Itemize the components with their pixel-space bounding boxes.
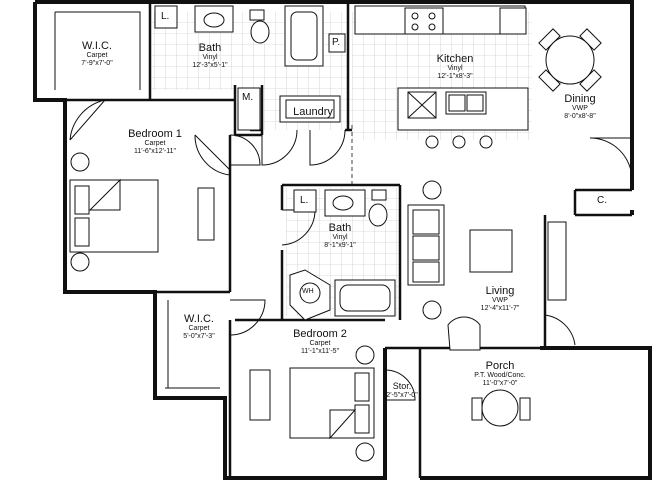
dining-table	[538, 28, 602, 92]
room-name: Bath	[198, 42, 222, 54]
room-name: W.I.C.	[82, 40, 112, 52]
room-name: Bedroom 2	[293, 328, 347, 340]
bedroom1-bed	[69, 152, 215, 272]
kitchen-fixtures	[354, 5, 529, 149]
laundry-machines	[279, 95, 341, 123]
closet-tag: C.	[597, 195, 607, 206]
bedroom2-bed	[249, 345, 375, 462]
whirlpool-tag: WH	[302, 288, 314, 295]
mech-closet	[237, 87, 261, 131]
wic-bottom-label: W.I.C. Carpet 5'-0"x7'-3"	[172, 313, 226, 340]
room-dims: 12'-4"x11'-7"	[480, 304, 520, 312]
room-material: Carpet	[309, 340, 331, 348]
bath-top-label: Bath Vinyl 12'-3"x5'-1"	[180, 42, 240, 69]
room-material: Carpet	[144, 140, 166, 148]
room-dims: 11'-0"x7'-0"	[482, 379, 518, 387]
room-name: Living	[485, 285, 515, 297]
mech-tag: M.	[242, 92, 254, 103]
room-material: Vinyl	[202, 54, 218, 62]
pantry-tag: P.	[332, 37, 341, 48]
living-furniture	[407, 180, 567, 351]
room-dims: 7'-9"x7'-0"	[81, 59, 113, 67]
room-dims: 8'-1"x9'-1"	[324, 241, 356, 249]
bath-mid-fixtures	[289, 189, 396, 321]
bedroom1-label: Bedroom 1 Carpet 11'-6"x12'-11"	[115, 128, 195, 155]
room-dims: 12'-3"x5'-1"	[192, 61, 228, 69]
room-material: VWP	[492, 297, 508, 305]
bath-mid-label: Bath Vinyl 8'-1"x9'-1"	[310, 222, 370, 249]
closet-shelving	[54, 11, 220, 389]
room-material: Vinyl	[332, 234, 348, 242]
dining-label: Dining VWP 8'-0"x8'-8"	[545, 93, 615, 120]
bath-top-fixtures	[154, 5, 346, 67]
room-material: P.T. Wood/Conc.	[474, 372, 526, 380]
room-material: Carpet	[188, 325, 210, 333]
room-name: Stor.	[392, 381, 412, 391]
kitchen-label: Kitchen Vinyl 12'-1"x8'-3"	[420, 53, 490, 80]
room-dims: 11'-1"x11'-5"	[300, 347, 340, 355]
room-name: Kitchen	[436, 53, 474, 65]
room-name: Bath	[328, 222, 352, 234]
bedroom2-label: Bedroom 2 Carpet 11'-1"x11'-5"	[280, 328, 360, 355]
room-name: Porch	[485, 360, 515, 372]
room-dims: 12'-1"x8'-3"	[437, 72, 473, 80]
room-name: W.I.C.	[184, 313, 214, 325]
storage-label: Stor. 2'-5"x7'-0"	[385, 381, 419, 400]
room-name: Bedroom 1	[128, 128, 182, 140]
laundry-label: Laundry	[283, 106, 343, 118]
living-label: Living VWP 12'-4"x11'-7"	[465, 285, 535, 312]
porch-label: Porch P.T. Wood/Conc. 11'-0"x7'-0"	[460, 360, 540, 387]
linen-mid-tag: L.	[300, 195, 309, 206]
room-dims: 8'-0"x8'-8"	[564, 112, 596, 120]
room-material: Carpet	[86, 52, 108, 60]
room-material: Vinyl	[447, 65, 463, 73]
wic-top-label: W.I.C. Carpet 7'-9"x7'-0"	[62, 40, 132, 67]
room-material: VWP	[572, 105, 588, 113]
porch-table	[471, 389, 531, 427]
room-name: Laundry	[293, 106, 333, 118]
linen-top-tag: L.	[161, 11, 170, 22]
room-dims: 11'-6"x12'-11"	[133, 147, 177, 155]
room-dims: 5'-0"x7'-3"	[183, 332, 215, 340]
room-dims: 2'-5"x7'-0"	[386, 391, 418, 399]
room-name: Dining	[564, 93, 596, 105]
